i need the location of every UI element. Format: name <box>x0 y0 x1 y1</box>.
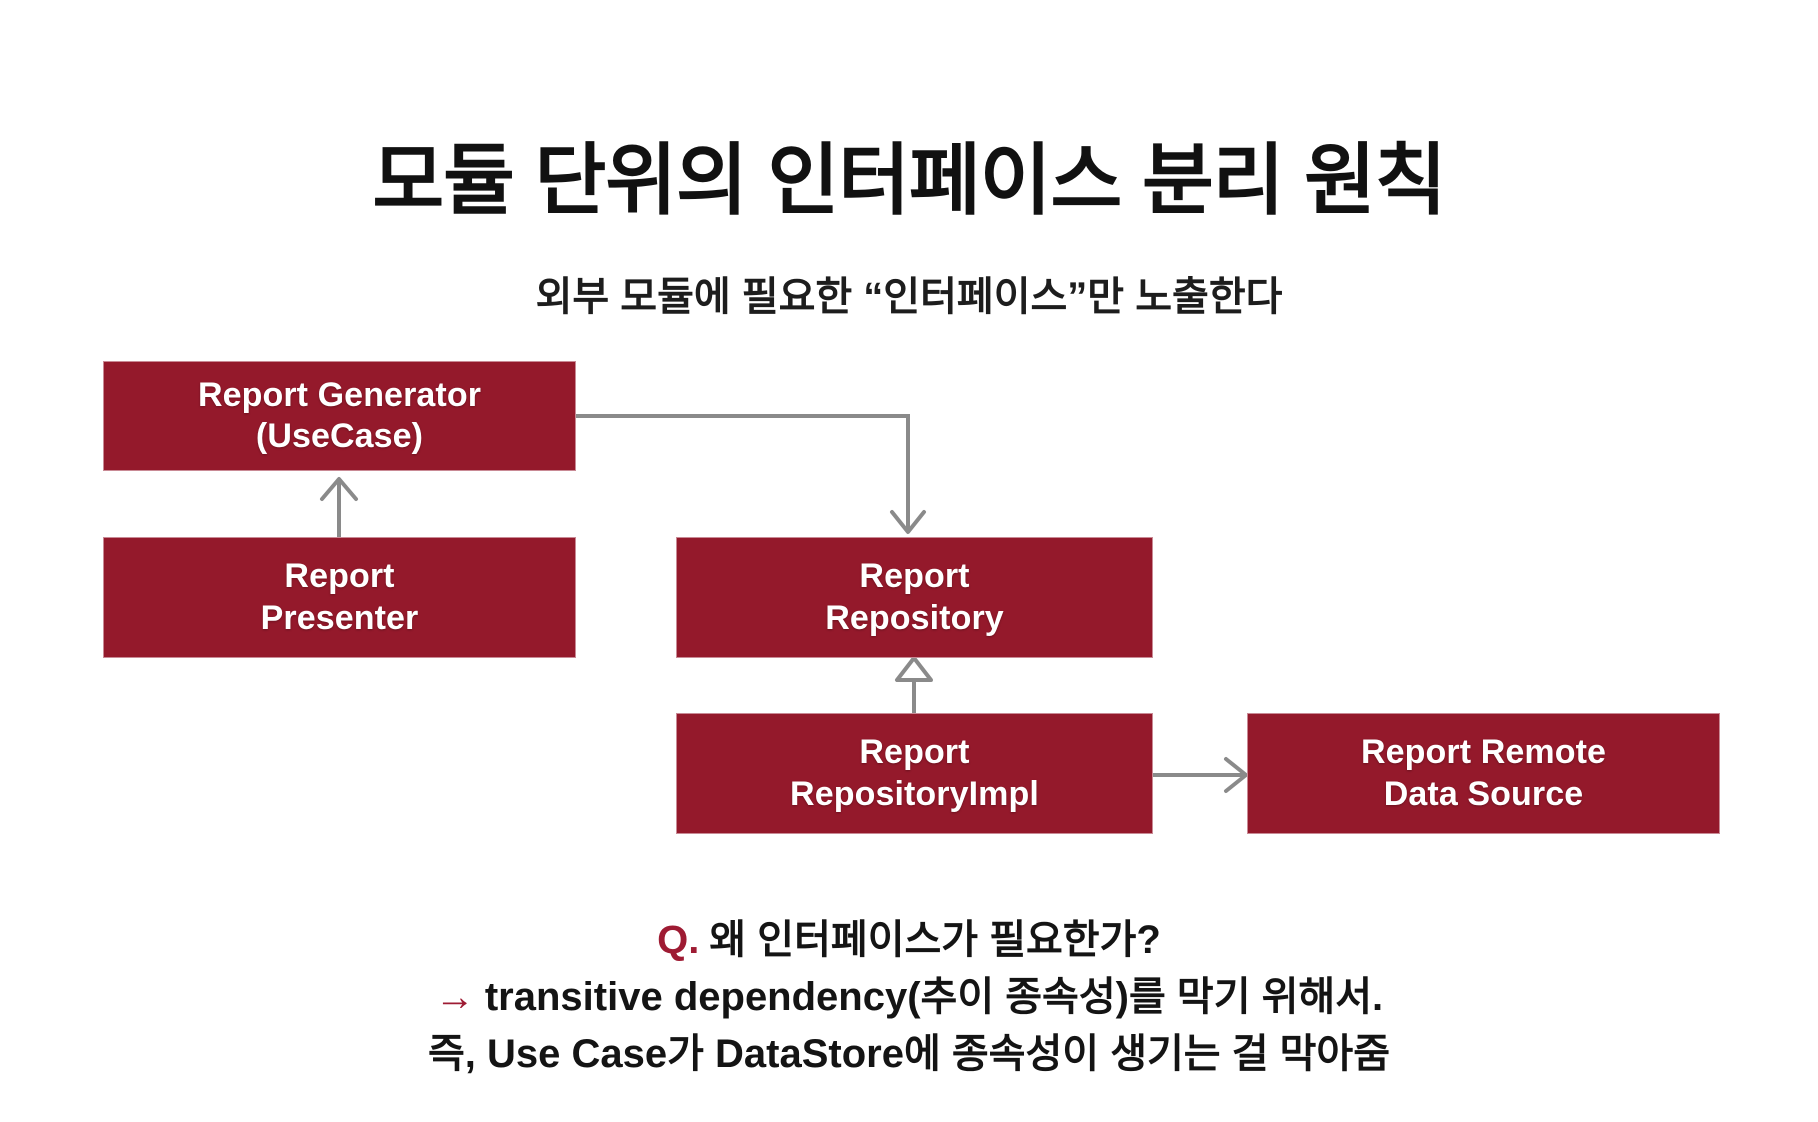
node-report-presenter[interactable]: Report Presenter <box>103 537 576 658</box>
question-text: 왜 인터페이스가 필요한가? <box>709 918 1161 962</box>
page-title: 모듈 단위의 인터페이스 분리 원칙 <box>372 136 1446 225</box>
page-subtitle: 외부 모듈에 필요한 “인터페이스”만 노출한다 <box>535 275 1283 320</box>
edge-generator-to-repository <box>576 414 926 534</box>
edge-presenter-to-generator <box>320 477 358 537</box>
node-report-repository-impl[interactable]: Report RepositoryImpl <box>676 713 1153 834</box>
node-report-generator[interactable]: Report Generator (UseCase) <box>103 361 576 471</box>
node-report-repository-label: Report Repository <box>825 557 1004 637</box>
node-report-remote-data-source-label: Report Remote Data Source <box>1361 733 1606 813</box>
node-report-generator-label: Report Generator (UseCase) <box>197 375 482 455</box>
right-arrow-icon: → <box>434 974 475 1019</box>
edge-repoimpl-to-repository <box>895 656 933 713</box>
node-report-repository[interactable]: Report Repository <box>676 537 1153 658</box>
explanation-note: Q.왜 인터페이스가 필요한가? →transitive dependency(… <box>0 912 1818 1082</box>
edge-repoimpl-to-remote-datasource <box>1153 757 1248 793</box>
node-report-remote-data-source[interactable]: Report Remote Data Source <box>1247 713 1720 834</box>
note-answer-line-2: 즉, Use Case가 DataStore에 종속성이 생기는 걸 막아줌 <box>427 1031 1391 1076</box>
node-report-repository-impl-label: Report RepositoryImpl <box>790 733 1039 813</box>
node-report-presenter-label: Report Presenter <box>260 557 419 637</box>
note-answer-line-1: →transitive dependency(추이 종속성)를 막기 위해서. <box>0 969 1818 1026</box>
note-question-line: Q.왜 인터페이스가 필요한가? <box>0 912 1818 969</box>
question-marker: Q. <box>657 918 700 962</box>
answer-text-1: transitive dependency(추이 종속성)를 막기 위해서. <box>484 974 1384 1019</box>
